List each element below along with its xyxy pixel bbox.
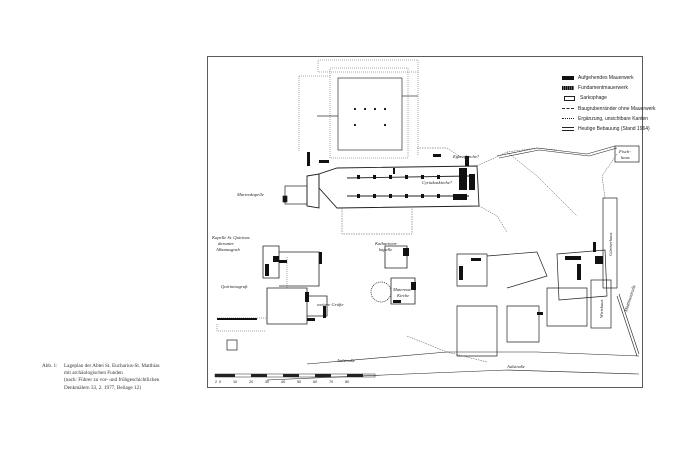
label-fischhaus-1: Fisch-: [618, 149, 631, 154]
legend-item: Fundamentmauerwerk: [562, 83, 692, 93]
label-quirinus-2: darunter: [218, 241, 234, 246]
legend-label: Heutige Bebauung (Stand 1964): [578, 125, 650, 132]
legend-item: Aufgehendes Mauerwerk: [562, 73, 692, 83]
label-cyriakuskirche: Cyriakuskirche?: [422, 180, 453, 185]
scale-tick: 30: [265, 380, 269, 384]
label-marienkapelle: Marienkapelle: [236, 192, 264, 197]
scale-tick: 20: [249, 380, 253, 384]
scale-bar: 2 0 10 20 30 40 50 60 70 80: [214, 373, 376, 384]
legend-item: Ergänzung, unsichtbare Kanten: [562, 114, 692, 124]
scale-tick: 40: [281, 380, 285, 384]
outline-box-icon: [564, 95, 575, 101]
caption-line: (nach: Führer zu vor- und frühgeschichtl…: [64, 377, 160, 384]
scale-tick: 2: [215, 380, 217, 384]
label-quiriniusgruft: Quiriniusgruft: [221, 284, 248, 289]
label-katharinen-1: Katharinen-: [374, 241, 398, 246]
katharinen-maternus: [370, 245, 416, 305]
quirinus-chapel: [262, 245, 328, 325]
legend-item: Sarkophage: [562, 93, 692, 103]
legend-label: Fundamentmauerwerk: [578, 85, 629, 92]
caption-line: Lageplan der Abtei St. Eucharius-St. Mat…: [64, 363, 160, 369]
dash-dot-icon: [562, 108, 574, 110]
hatched-bar-icon: [562, 86, 574, 91]
scale-tick: 50: [297, 380, 301, 384]
legend-label: Ergänzung, unsichtbare Kanten: [578, 115, 649, 122]
double-line-icon: [562, 127, 574, 132]
legend-label: Sarkophage: [580, 95, 607, 102]
label-aulstrasse-2: Aulstraße: [506, 364, 525, 369]
legend-label: Aufgehendes Mauerwerk: [578, 75, 634, 81]
label-gaertnerhaus: Gärtnerhaus: [608, 232, 613, 256]
legend: Aufgehendes Mauerwerk Fundamentmauerwerk…: [562, 73, 692, 134]
label-katharinen-2: kapelle: [379, 247, 392, 252]
label-maternus-1: Maternus-: [392, 287, 413, 292]
label-aulstrasse-1: Aulstraße: [336, 358, 355, 363]
legend-item: Baugrubenränder ohne Mauerwerk: [562, 104, 692, 114]
solid-bar-icon: [562, 76, 574, 81]
caption-line: mit archäologischen Funden: [64, 370, 123, 377]
scale-tick: 80: [345, 380, 349, 384]
label-wirtshaus: Wirtshaus: [599, 299, 604, 318]
dotted-line-icon: [562, 118, 574, 120]
label-weitere-gruefte: weitere Grüfte: [317, 302, 344, 307]
caption-number: Abb. 1:: [42, 363, 58, 369]
scale-tick: 70: [329, 380, 333, 384]
cloister-outline: [298, 59, 419, 159]
scale-tick: 10: [233, 380, 237, 384]
label-fischhaus-2: haus: [621, 155, 630, 160]
legend-label: Baugrubenränder ohne Mauerwerk: [578, 105, 656, 112]
scale-tick: 0: [219, 380, 221, 384]
caption-line: Denkmälern 33, 2. 1977, Beilage 12): [64, 384, 141, 391]
marienkapelle-building: [282, 185, 308, 205]
site-plan: Egbertkirche? Cyriakuskirche? Marienkape…: [207, 56, 643, 388]
scale-tick: 60: [313, 380, 317, 384]
label-quirinus-1: Kapelle St. Quirinus: [211, 235, 250, 240]
legend-item: Heutige Bebauung (Stand 1964): [562, 124, 692, 134]
label-egbertkirche: Egbertkirche?: [452, 154, 480, 159]
east-buildings: [456, 145, 640, 357]
label-maternus-2: Kirche: [396, 293, 409, 298]
label-matthiasstrasse: Matthiasstraße: [623, 284, 637, 313]
label-quirinus-3: Albanusgrab: [215, 247, 240, 252]
